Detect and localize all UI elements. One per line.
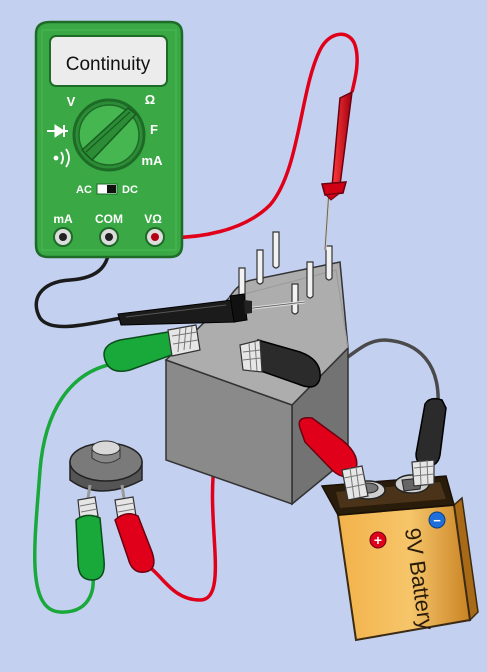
dc-label: DC (122, 184, 138, 196)
jack-label-vohm: VΩ (144, 212, 162, 226)
black-clip-battery (411, 397, 447, 487)
jack-vohm[interactable] (145, 227, 165, 247)
black-clip-relay (239, 339, 321, 388)
red-probe (321, 90, 353, 251)
minus-badge: − (428, 511, 446, 529)
ac-dc-switch[interactable] (96, 183, 118, 195)
display-reading: Continuity (66, 54, 151, 75)
battery-body (336, 503, 472, 642)
green-clip-relay (103, 324, 201, 372)
green-clip-wire (33, 363, 109, 614)
dial-label-volts: V (67, 94, 76, 109)
dial-label-farads: F (150, 122, 158, 137)
jack-label-ma: mA (53, 212, 73, 226)
svg-text:−: − (433, 513, 441, 528)
mode-dial[interactable] (72, 98, 146, 172)
black-probe (117, 293, 306, 326)
plus-badge: + (369, 531, 387, 549)
svg-text:+: + (374, 532, 382, 548)
sound-icon (53, 148, 70, 168)
nine-volt-battery: + − 9V Battery (320, 474, 479, 642)
ac-label: AC (76, 184, 92, 196)
multimeter: Continuity V Ω F mA AC DC (34, 20, 184, 259)
red-clip-battery (298, 416, 369, 501)
dial-label-ohms: Ω (145, 92, 155, 107)
dial-pointer (80, 107, 138, 162)
relay-pins (238, 231, 333, 315)
jack-label-com: COM (95, 212, 123, 226)
meter-display (49, 35, 168, 87)
red-clip-button (114, 496, 155, 573)
black-probe-wire (34, 239, 123, 329)
red-probe-wire (155, 32, 359, 240)
dial-label-milliamps: mA (142, 153, 164, 168)
diode-icon (47, 124, 68, 138)
jack-ma[interactable] (53, 227, 73, 247)
jack-com[interactable] (99, 227, 119, 247)
green-clip-button (75, 496, 105, 581)
